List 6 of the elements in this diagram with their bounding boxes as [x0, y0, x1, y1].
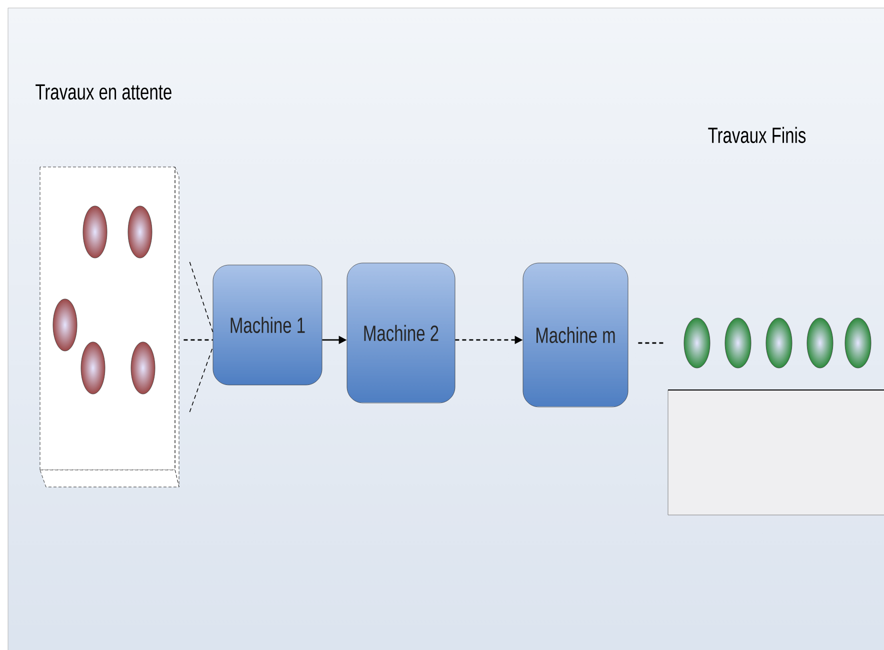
machine-box: Machine 1 [212, 264, 322, 386]
node-label: Travaux en attente [36, 84, 172, 100]
machine-box: Machine m [522, 262, 628, 408]
machine-box: Machine 2 [346, 262, 456, 404]
heading: Travaux Finis [708, 126, 806, 144]
shelf [668, 390, 884, 516]
